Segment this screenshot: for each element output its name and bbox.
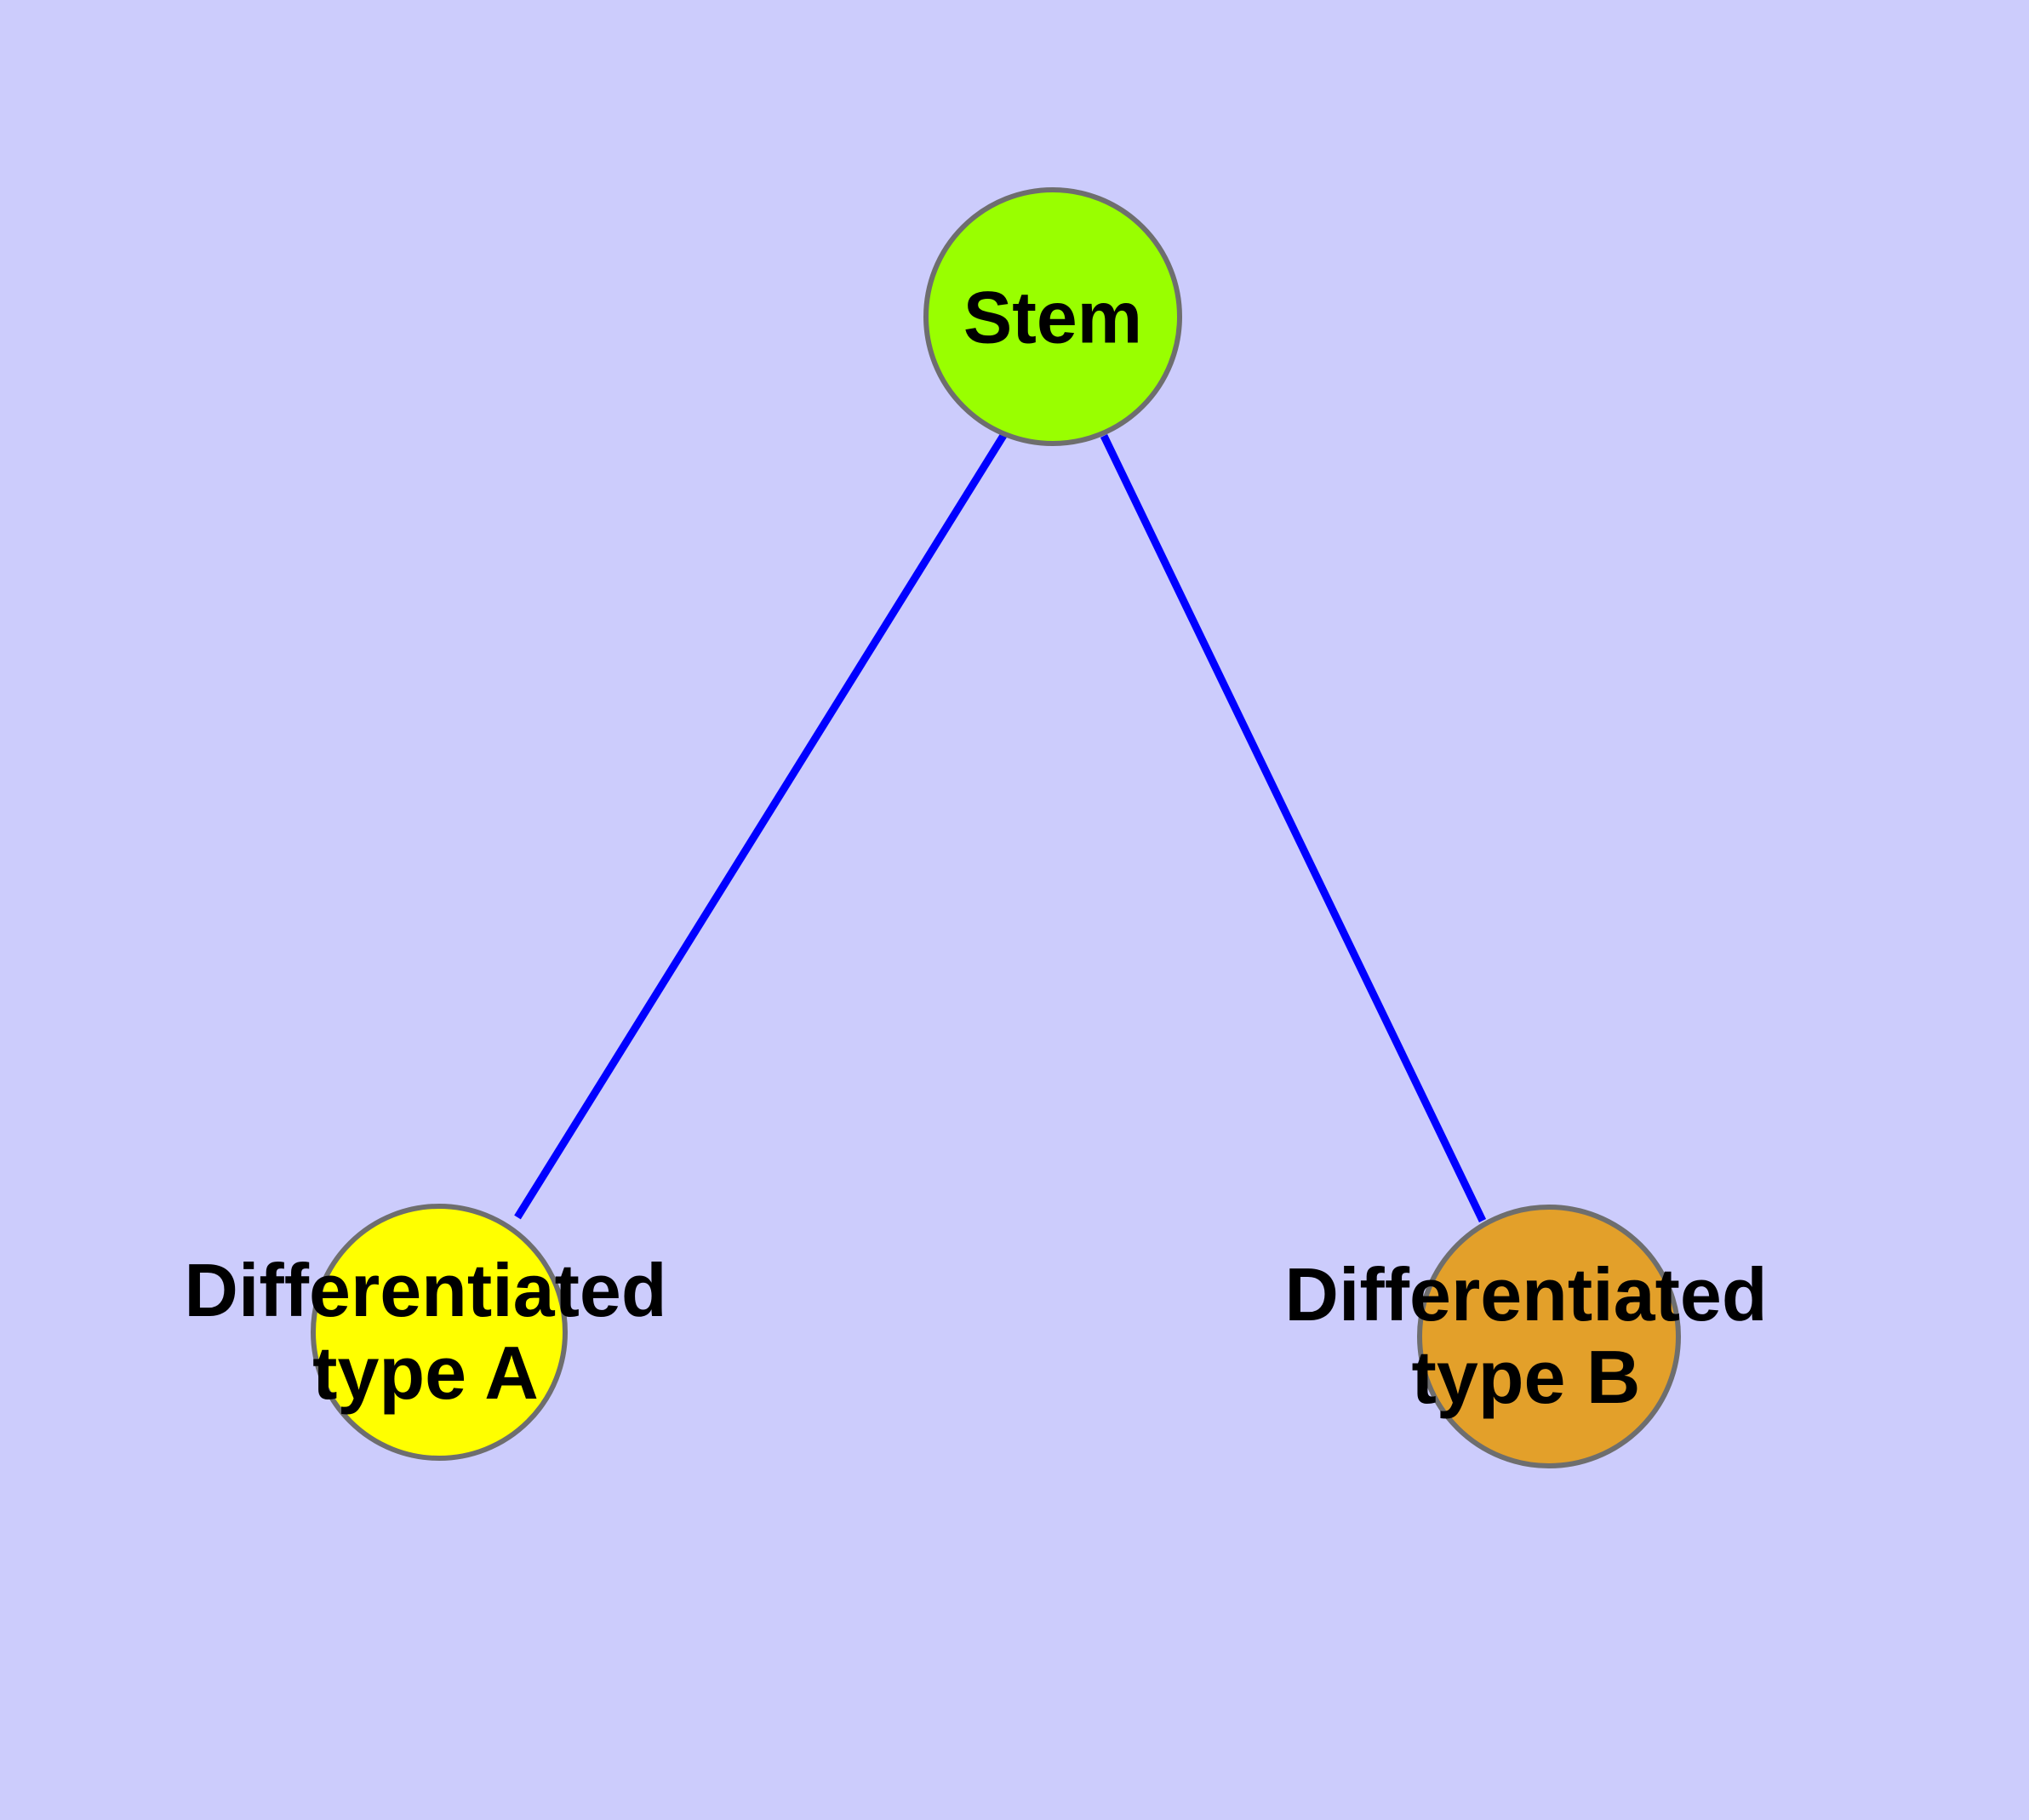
edge-stem-to-differentiated-b[interactable]	[1100, 434, 1487, 1222]
node-stem[interactable]	[923, 187, 1182, 446]
node-differentiated-type-a[interactable]	[311, 1204, 568, 1461]
node-differentiated-type-b[interactable]	[1417, 1205, 1681, 1468]
edge-stem-to-differentiated-a[interactable]	[514, 432, 1008, 1220]
edge-layer	[514, 432, 1487, 1222]
node-layer	[311, 187, 1681, 1468]
